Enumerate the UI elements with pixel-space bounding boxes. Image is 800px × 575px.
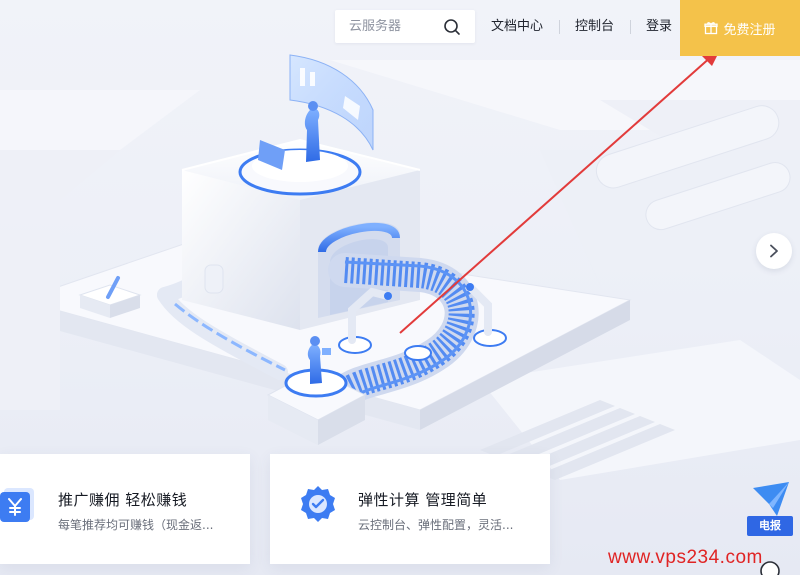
feature-card-elastic-compute[interactable]: 弹性计算 管理简单 云控制台、弹性配置，灵活...	[270, 454, 550, 564]
yuan-icon	[0, 488, 34, 522]
nav-console-link[interactable]: 控制台	[575, 19, 615, 34]
card-title: 推广赚佣 轻松赚钱	[58, 491, 188, 509]
nav-divider	[559, 20, 560, 34]
lever-box	[78, 264, 224, 318]
floor-stripes	[480, 400, 675, 480]
top-nav-bar: 文档中心 控制台 登录 免费注册	[0, 0, 800, 56]
robot-bases	[338, 283, 507, 361]
card-description: 每笔推荐均可赚钱（现金返...	[58, 518, 214, 532]
pipes	[157, 105, 791, 380]
bottom-pedestal	[266, 336, 367, 445]
paper-plane-icon	[753, 482, 789, 516]
register-label: 免费注册	[723, 22, 776, 38]
nav-login-link[interactable]: 登录	[646, 19, 673, 34]
search-box[interactable]	[335, 10, 475, 43]
carousel-next-button[interactable]	[756, 233, 792, 269]
telegram-float-button[interactable]: 电报	[747, 480, 793, 538]
gift-icon	[704, 22, 719, 35]
feature-card-affiliate[interactable]: 推广赚佣 轻松赚钱 每笔推荐均可赚钱（现金返...	[0, 454, 250, 564]
top-pedestal	[238, 54, 374, 196]
float-widget-label: 电报	[747, 516, 793, 536]
gear-icon	[301, 486, 335, 522]
conveyor	[328, 253, 479, 409]
nav-docs-link[interactable]: 文档中心	[491, 19, 544, 34]
nav-divider	[630, 20, 631, 34]
card-description: 云控制台、弹性配置，灵活...	[358, 518, 514, 532]
chevron-right-icon	[770, 244, 778, 258]
free-register-button[interactable]: 免费注册	[680, 0, 800, 56]
card-title: 弹性计算 管理简单	[358, 491, 488, 509]
question-icon[interactable]	[759, 560, 781, 575]
watermark-text: www.vps234.com	[608, 547, 763, 568]
search-icon[interactable]	[443, 18, 461, 36]
search-input[interactable]	[349, 19, 449, 34]
